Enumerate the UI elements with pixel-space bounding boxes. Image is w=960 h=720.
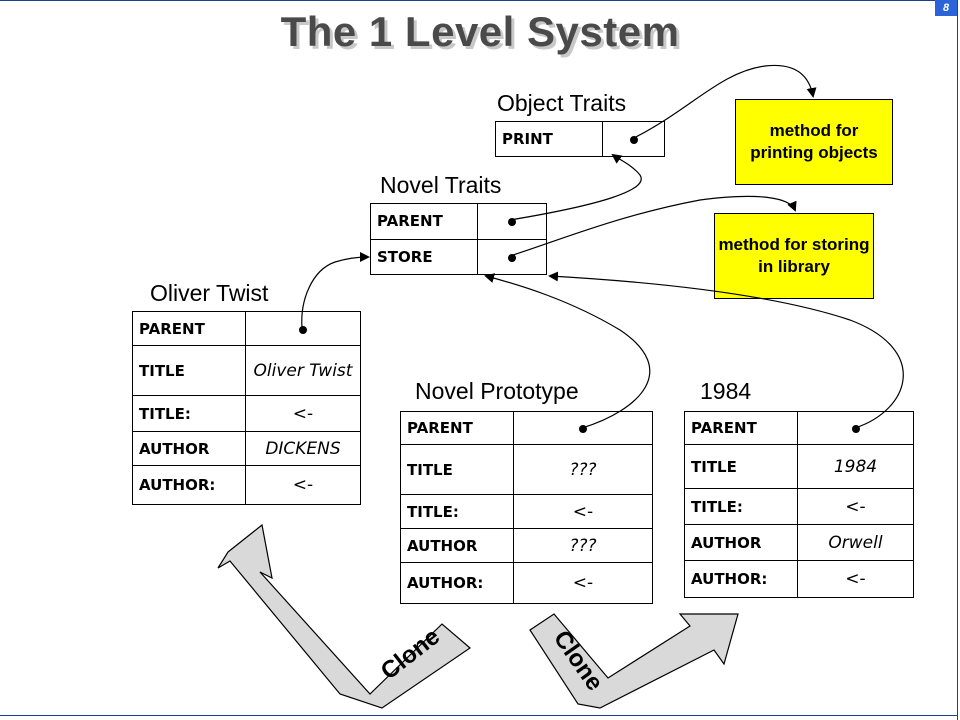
- connector-prototype-parent-to-novel-traits: [484, 273, 651, 429]
- book-1984-table: PARENT TITLE 1984 TITLE: <- AUTHOR Orwel…: [684, 411, 914, 598]
- slot-value-setter: <-: [513, 562, 653, 604]
- novel-prototype-title: Novel Prototype: [415, 378, 579, 404]
- slot-author-setter: AUTHOR:: [400, 562, 514, 604]
- slot-author: AUTHOR: [684, 524, 798, 561]
- pointer-dot: [579, 425, 587, 433]
- object-traits-table: PRINT: [495, 121, 665, 157]
- slot-title-setter: TITLE:: [132, 395, 246, 432]
- note-printing-method: method for printing objects: [735, 99, 893, 185]
- note-storing-method: method for storing in library: [714, 213, 874, 299]
- slot-value-setter: <-: [797, 488, 914, 525]
- frame-top-border: [0, 0, 958, 1]
- slot-parent: PARENT: [370, 203, 478, 240]
- clone-arrow-to-1984: Clone: [529, 613, 739, 709]
- oliver-twist-title: Oliver Twist: [150, 280, 269, 306]
- slot-value-pointer: [477, 238, 547, 275]
- connector-store-to-method: [509, 195, 797, 257]
- frame-right-border: [957, 0, 958, 720]
- slot-title: TITLE: [400, 444, 514, 495]
- slot-value-title: ???: [513, 444, 653, 495]
- connector-novel-parent-to-object-traits: [509, 153, 642, 221]
- pointer-dot: [629, 136, 638, 144]
- clone-arrow-to-oliver-twist: Clone: [217, 523, 471, 709]
- novel-prototype-table: PARENT TITLE ??? TITLE: <- AUTHOR ??? AU…: [400, 411, 653, 604]
- pointer-dot: [851, 425, 860, 433]
- connector-oliver-parent-to-novel-traits: [301, 252, 370, 329]
- pointer-dot: [508, 218, 516, 227]
- connector-1984-parent-to-novel-traits: [548, 271, 904, 429]
- slot-print: PRINT: [495, 121, 603, 157]
- connector-print-to-method: [631, 64, 817, 140]
- slot-value-pointer: [245, 311, 361, 346]
- frame-bottom-border: [0, 715, 958, 716]
- slot-author-setter: AUTHOR:: [684, 560, 798, 598]
- book-1984-title: 1984: [700, 378, 752, 404]
- slot-value-title: Oliver Twist: [245, 345, 361, 396]
- slot-value-setter: <-: [513, 494, 653, 529]
- slot-value-author: DICKENS: [245, 431, 361, 466]
- slot-store: STORE: [370, 238, 478, 275]
- slot-author: AUTHOR: [400, 528, 514, 563]
- slot-value-title: 1984: [797, 444, 914, 489]
- page-number: 8: [935, 0, 957, 16]
- pointer-dot: [508, 253, 516, 262]
- slide-title: The 1 Level System: [280, 8, 680, 55]
- oliver-twist-table: PARENT TITLE Oliver Twist TITLE: <- AUTH…: [132, 311, 361, 505]
- novel-traits-title: Novel Traits: [380, 172, 502, 198]
- slot-title: TITLE: [132, 345, 246, 396]
- slot-value-setter: <-: [245, 465, 361, 505]
- novel-traits-table: PARENT STORE: [370, 203, 547, 275]
- object-traits-title: Object Traits: [497, 90, 627, 116]
- slot-title-setter: TITLE:: [684, 488, 798, 525]
- slot-value-pointer: [477, 203, 547, 240]
- pointer-dot: [299, 325, 307, 334]
- slot-parent: PARENT: [400, 411, 514, 445]
- slot-parent: PARENT: [132, 311, 246, 346]
- slot-value-setter: <-: [797, 560, 914, 598]
